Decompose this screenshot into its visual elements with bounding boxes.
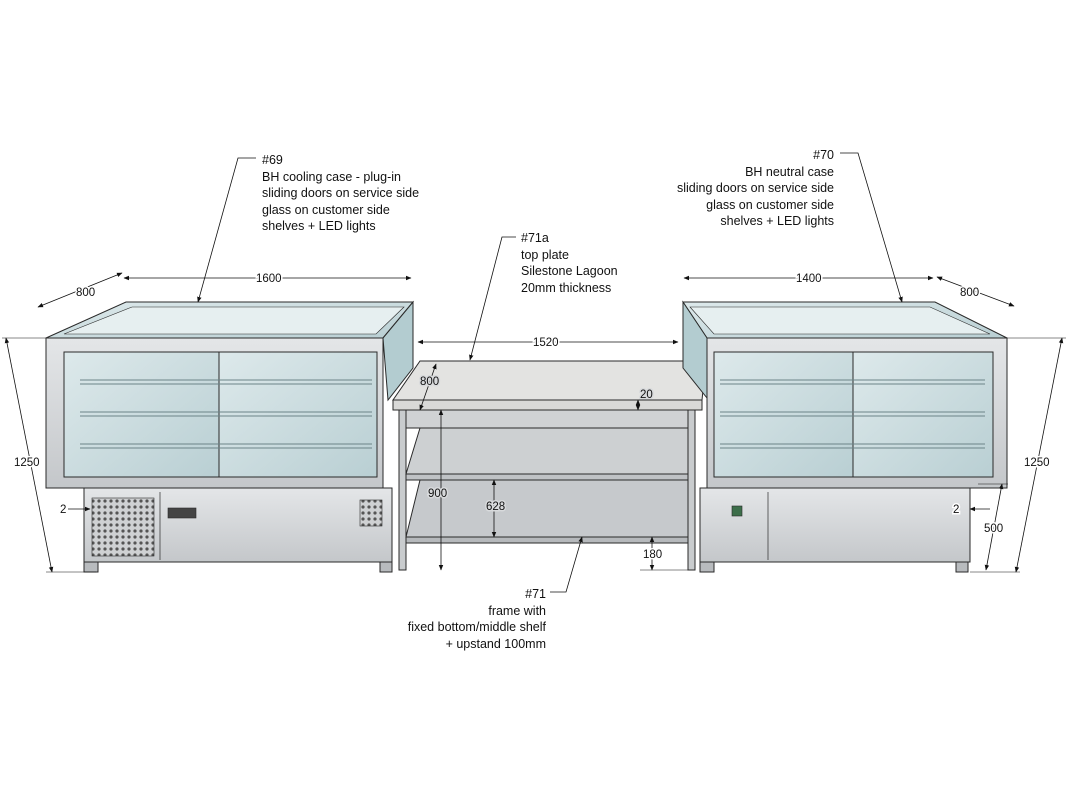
dim-center-depth: 800 bbox=[420, 376, 439, 388]
leader-71 bbox=[550, 536, 583, 593]
case69-vent-left bbox=[91, 497, 155, 557]
callout-71a-line: 20mm thickness bbox=[521, 280, 612, 295]
callout-frame-71: #71 frame with fixed bottom/middle shelf… bbox=[380, 586, 546, 652]
neutral-case-70 bbox=[682, 300, 1008, 573]
case69-controller bbox=[167, 507, 197, 519]
dim-center-height: 900 bbox=[428, 488, 447, 500]
frame-71 bbox=[392, 360, 707, 571]
dimension-lines bbox=[2, 272, 1066, 573]
callout-71-line: frame with bbox=[488, 603, 546, 618]
case70-glass-door-left bbox=[713, 351, 854, 478]
dim-center-width: 1520 bbox=[533, 337, 559, 349]
dim-left-width: 1600 bbox=[256, 273, 282, 285]
callout-71a-id: #71a bbox=[521, 231, 549, 245]
case70-shelves bbox=[720, 379, 985, 449]
case69-glass-door-left bbox=[63, 351, 220, 478]
case69-glass-door-right bbox=[218, 351, 378, 478]
frame-upstand bbox=[405, 409, 689, 429]
case70-glass-door-right bbox=[852, 351, 994, 478]
callout-70-line: shelves + LED lights bbox=[720, 214, 834, 228]
callout-71-line: fixed bottom/middle shelf bbox=[407, 620, 546, 634]
dim-right-height: 1250 bbox=[1024, 457, 1050, 469]
dim-center-bottom: 180 bbox=[643, 549, 662, 561]
middle-shelf bbox=[405, 427, 689, 475]
bottom-shelf bbox=[405, 479, 689, 538]
frame-right-leg bbox=[687, 409, 696, 571]
dimension-labels: 800 1600 1250 2 1520 800 20 900 628 180 … bbox=[13, 272, 1052, 563]
top-plate-71a bbox=[392, 360, 707, 401]
leader-71a bbox=[469, 236, 516, 361]
callout-71-id: #71 bbox=[525, 587, 546, 601]
leader-lines bbox=[197, 152, 903, 593]
callout-case-69: #69 BH cooling case - plug-in sliding do… bbox=[262, 152, 419, 235]
dim-right-gap: 2 bbox=[953, 504, 959, 516]
callout-70-line: sliding doors on service side bbox=[676, 181, 834, 195]
dim-center-shelf: 628 bbox=[486, 501, 505, 513]
dim-right-width: 1400 bbox=[796, 273, 822, 285]
dim-right-depth: 800 bbox=[960, 287, 979, 299]
case69-top-inner bbox=[63, 306, 405, 335]
case69-side-glass bbox=[382, 300, 414, 402]
callout-69-id: #69 bbox=[262, 153, 283, 167]
case69-vent-right bbox=[359, 499, 383, 527]
callout-69-line: shelves + LED lights bbox=[262, 219, 376, 233]
case70-base bbox=[699, 487, 971, 563]
case69-shelves bbox=[80, 379, 372, 449]
callout-71-line: + upstand 100mm bbox=[445, 636, 546, 651]
leader-70 bbox=[840, 152, 903, 303]
cooling-case-69 bbox=[45, 300, 415, 573]
callout-69-line: sliding doors on service side bbox=[262, 186, 420, 200]
callout-plate-71a: #71a top plate Silestone Lagoon 20mm thi… bbox=[521, 230, 618, 296]
dim-left-height: 1250 bbox=[14, 457, 40, 469]
callout-70-id: #70 bbox=[813, 148, 834, 162]
dim-left-depth: 800 bbox=[76, 287, 95, 299]
bottom-shelf-edge bbox=[405, 536, 689, 544]
callout-69-line: BH cooling case - plug-in bbox=[262, 169, 401, 184]
callout-case-70: #70 BH neutral case sliding doors on ser… bbox=[640, 147, 834, 230]
leader-69 bbox=[197, 157, 256, 303]
callout-71a-line: top plate bbox=[521, 247, 569, 262]
case70-top-inner bbox=[689, 306, 991, 335]
callout-70-line: BH neutral case bbox=[745, 164, 834, 179]
middle-shelf-edge bbox=[405, 473, 689, 481]
frame-left-leg bbox=[398, 409, 407, 571]
top-plate-edge bbox=[392, 399, 703, 411]
callout-70-line: glass on customer side bbox=[706, 197, 834, 212]
callout-71a-line: Silestone Lagoon bbox=[521, 264, 618, 278]
dim-left-gap: 2 bbox=[60, 504, 66, 516]
callout-69-line: glass on customer side bbox=[262, 202, 390, 217]
case70-switch bbox=[731, 505, 743, 517]
dim-center-plate: 20 bbox=[640, 389, 653, 401]
dim-right-base: 500 bbox=[984, 523, 1003, 535]
